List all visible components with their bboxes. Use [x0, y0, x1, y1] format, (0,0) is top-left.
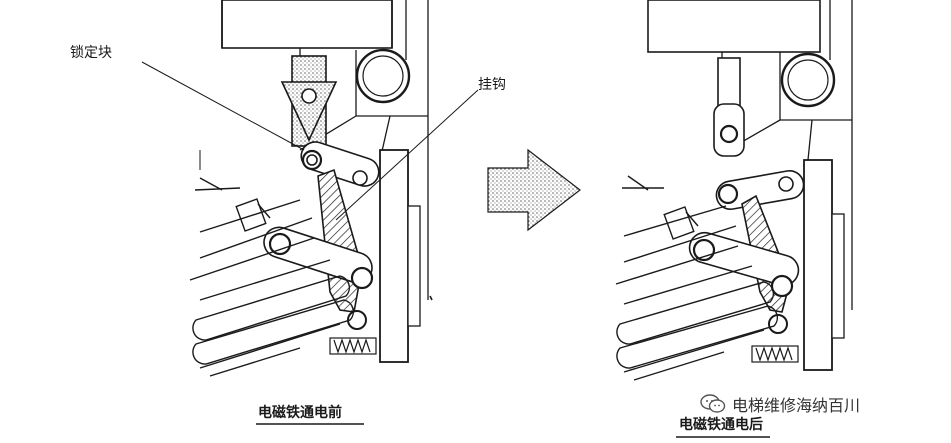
roller-after: [780, 52, 836, 108]
hook-label: 挂钩: [478, 77, 506, 93]
electromagnet-housing-before: [221, 0, 393, 49]
transition-arrow: [487, 148, 581, 232]
lock-block-after: [713, 57, 745, 157]
coil-before: [189, 177, 355, 377]
leader-lock-block: [141, 61, 305, 151]
caption-after: 电磁铁通电后: [679, 417, 763, 433]
watermark-text: 电梯维修海纳百川: [732, 396, 861, 415]
brake-shoe-after: [803, 159, 845, 371]
leader-hook: [335, 89, 479, 221]
coil-after: [615, 175, 779, 381]
lock-block-before: [280, 55, 338, 147]
bracket-after: [663, 206, 699, 240]
caption-before: 电磁铁通电前: [258, 405, 342, 421]
diagram-before: [141, 0, 479, 377]
lower-arm-before: [263, 226, 374, 330]
electromagnet-housing-after: [647, 0, 821, 53]
frame-before: [299, 0, 429, 300]
wechat-icon: [700, 394, 726, 413]
watermark: 电梯维修海纳百川: [700, 394, 861, 415]
lock-block-label: 锁定块: [70, 45, 112, 61]
linkage-arm-before: [300, 141, 380, 187]
linkage-arm-after: [715, 169, 805, 211]
brake-shoe-before: [379, 149, 433, 363]
lower-arm-after: [688, 231, 800, 334]
diagram-after: [615, 0, 853, 381]
spring-after: [751, 345, 799, 363]
roller-before: [355, 48, 411, 104]
spring-before: [329, 337, 377, 355]
